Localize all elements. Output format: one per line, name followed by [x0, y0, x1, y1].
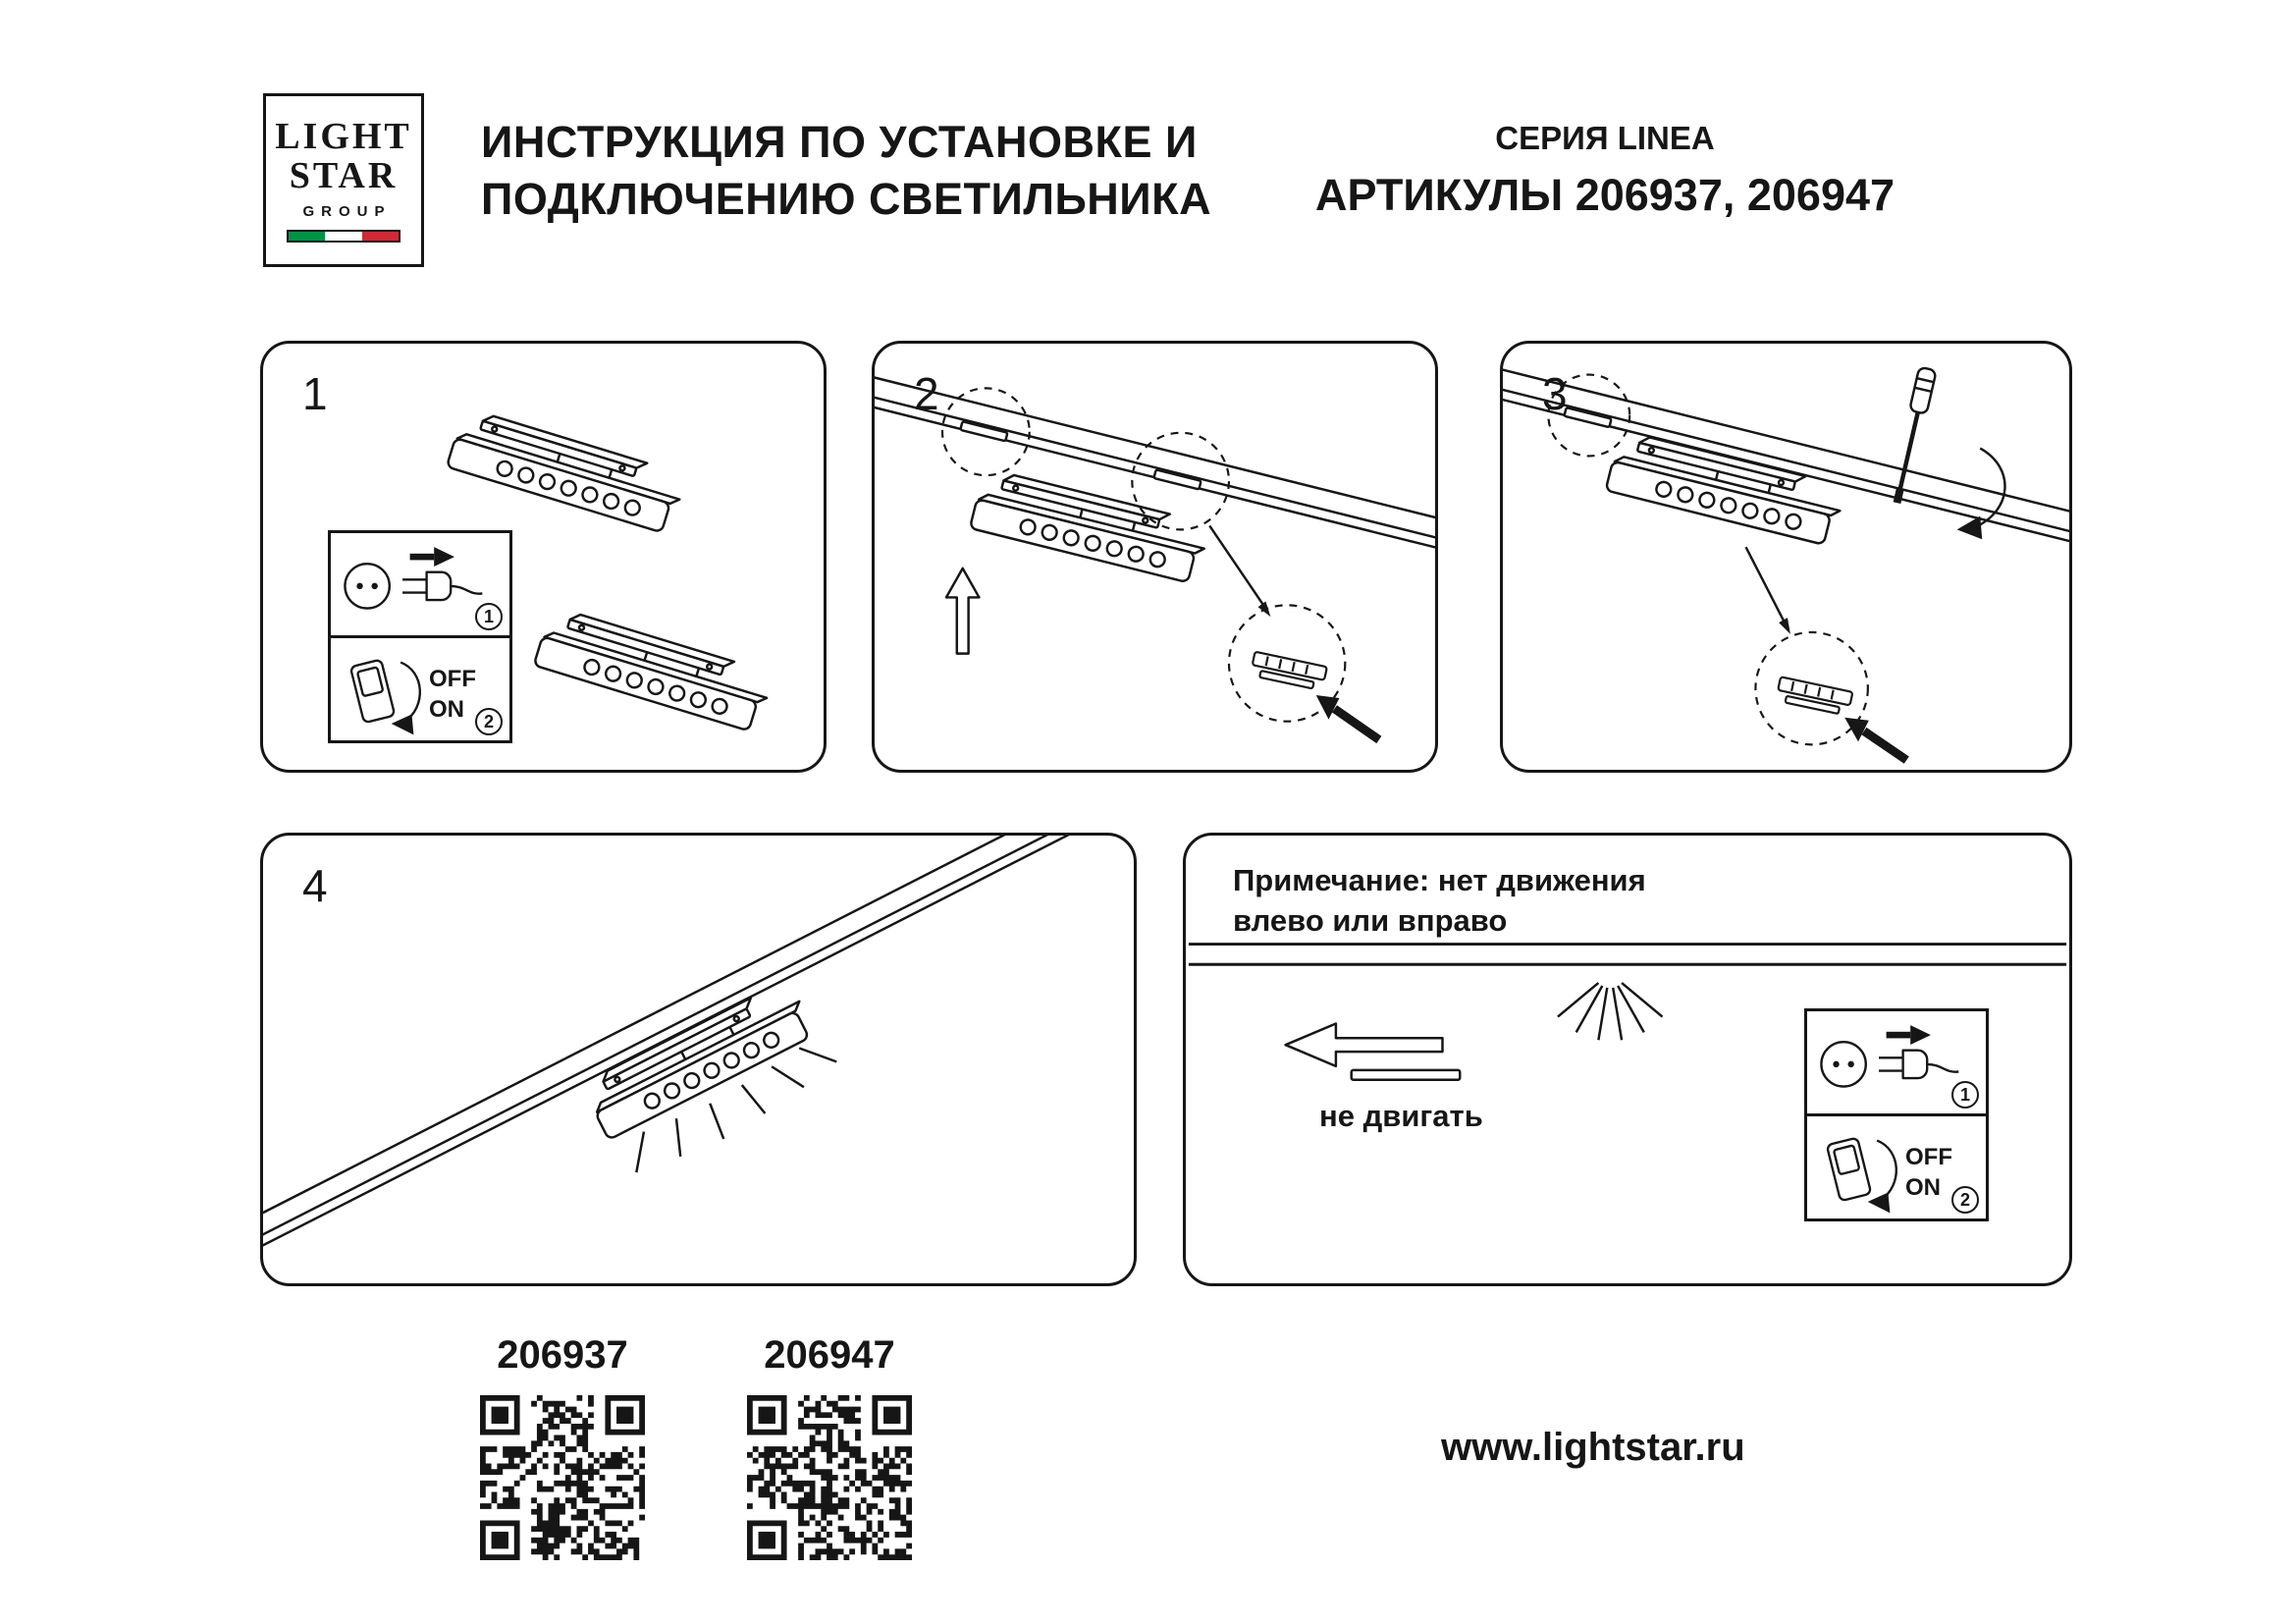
article-number-right: 206947: [764, 1333, 895, 1377]
step-3-panel: 3: [1500, 341, 2072, 773]
step-circle-1: 1: [475, 603, 503, 630]
step-3-illustration: [1503, 362, 2069, 764]
plug-socket-icon: [344, 547, 483, 610]
note-text: Примечание: нет движения влево или вправ…: [1233, 861, 1646, 942]
note-line-2: влево или вправо: [1233, 902, 1508, 938]
qr-code-206947: [747, 1395, 912, 1560]
screwdriver-icon: [1893, 366, 1937, 505]
step-circle-2: 2: [1951, 1186, 1979, 1214]
magnifier-circle: [1754, 630, 1869, 746]
onoff-labels: OFF ON: [1905, 1142, 1952, 1203]
step-circle-1: 1: [1951, 1081, 1979, 1109]
switch-off-cell: OFF ON 2: [328, 635, 512, 743]
page-title: ИНСТРУКЦИЯ ПО УСТАНОВКЕ И ПОДКЛЮЧЕНИЮ СВ…: [481, 114, 1211, 227]
pointer-arrow-icon: [1844, 717, 1909, 764]
light-rays: [1557, 982, 1664, 1041]
magnifier-circle: [1227, 604, 1347, 723]
track-illustration: [263, 836, 1134, 1283]
logo-word-group: GROUP: [302, 202, 392, 220]
off-label: OFF: [429, 666, 476, 692]
track-illustration: [875, 370, 1435, 586]
website-url: www.lightstar.ru: [1441, 1426, 1745, 1469]
article-number-left: 206937: [497, 1333, 628, 1377]
magnifier-circle: [1131, 431, 1231, 531]
fixture-illustration: [579, 977, 818, 1142]
power-switch-icon: [1826, 1137, 1897, 1214]
left-arrow-icon: [1284, 1022, 1444, 1068]
up-arrow-icon: [944, 567, 981, 655]
fixture-illustration: [445, 406, 689, 536]
step-4-panel: 4: [260, 833, 1137, 1286]
connector-detail: [1774, 676, 1854, 718]
switch-off-cell: OFF ON 2: [1804, 1113, 1989, 1221]
title-line-2: ПОДКЛЮЧЕНИЮ СВЕТИЛЬНИКА: [481, 173, 1212, 224]
note-illustration: [1188, 943, 2067, 1081]
step-2-illustration: [875, 370, 1435, 744]
step-2-panel: 2: [872, 341, 1438, 773]
on-label: ON: [429, 696, 464, 724]
light-rays: [635, 1047, 837, 1173]
title-line-1: ИНСТРУКЦИЯ ПО УСТАНОВКЕ И: [481, 117, 1198, 167]
fixture-bar: [1350, 1068, 1462, 1081]
track-illustration: [1188, 943, 2067, 966]
unplug-cell: 1: [1804, 1008, 1989, 1116]
series-block: СЕРИЯ LINEA АРТИКУЛЫ 206937, 206947: [1310, 120, 1899, 221]
article-numbers: АРТИКУЛЫ 206937, 206947: [1314, 170, 1896, 220]
magnifier-circle: [1547, 373, 1631, 458]
logo-word-light: LIGHT: [275, 116, 412, 158]
onoff-labels: OFF ON: [429, 664, 476, 725]
step-circle-2: 2: [475, 708, 503, 735]
logo-word-star: STAR: [289, 155, 399, 196]
step-3-number: 3: [1542, 368, 1568, 419]
do-not-move-label: не двигать: [1319, 1099, 1483, 1133]
magnifier-circle: [940, 387, 1031, 477]
series-name: СЕРИЯ LINEA: [1495, 120, 1715, 156]
step-4-number: 4: [302, 860, 328, 911]
pointer-arrow-icon: [1315, 695, 1382, 744]
article-206937-block: 206937: [459, 1333, 666, 1560]
qr-code-206937: [480, 1395, 645, 1560]
note-line-1: Примечание: нет движения: [1233, 863, 1646, 897]
fixture-illustration: [532, 604, 775, 734]
power-switch-icon: [349, 659, 421, 735]
power-off-instructions: 1 OFF ON 2: [328, 530, 512, 743]
rotate-arrow-icon: [1956, 447, 2006, 540]
unplug-cell: 1: [328, 530, 512, 638]
step-2-number: 2: [914, 368, 939, 419]
power-off-instructions: 1 OFF ON 2: [1804, 1008, 1989, 1221]
fixture-illustration: [968, 466, 1212, 586]
connector-detail: [1249, 650, 1328, 692]
note-panel: Примечание: нет движения влево или вправ…: [1183, 833, 2072, 1286]
step-1-panel: 1 1: [260, 341, 827, 773]
track-illustration: [1503, 362, 2069, 554]
lightstar-logo: LIGHT STAR GROUP: [263, 93, 424, 267]
plug-socket-icon: [1820, 1025, 1959, 1088]
step-4-illustration: [263, 836, 1134, 1283]
off-label: OFF: [1905, 1144, 1952, 1170]
on-label: ON: [1905, 1174, 1941, 1202]
step-1-number: 1: [302, 368, 328, 419]
italian-flag-icon: [287, 229, 400, 243]
article-206947-block: 206947: [726, 1333, 933, 1560]
